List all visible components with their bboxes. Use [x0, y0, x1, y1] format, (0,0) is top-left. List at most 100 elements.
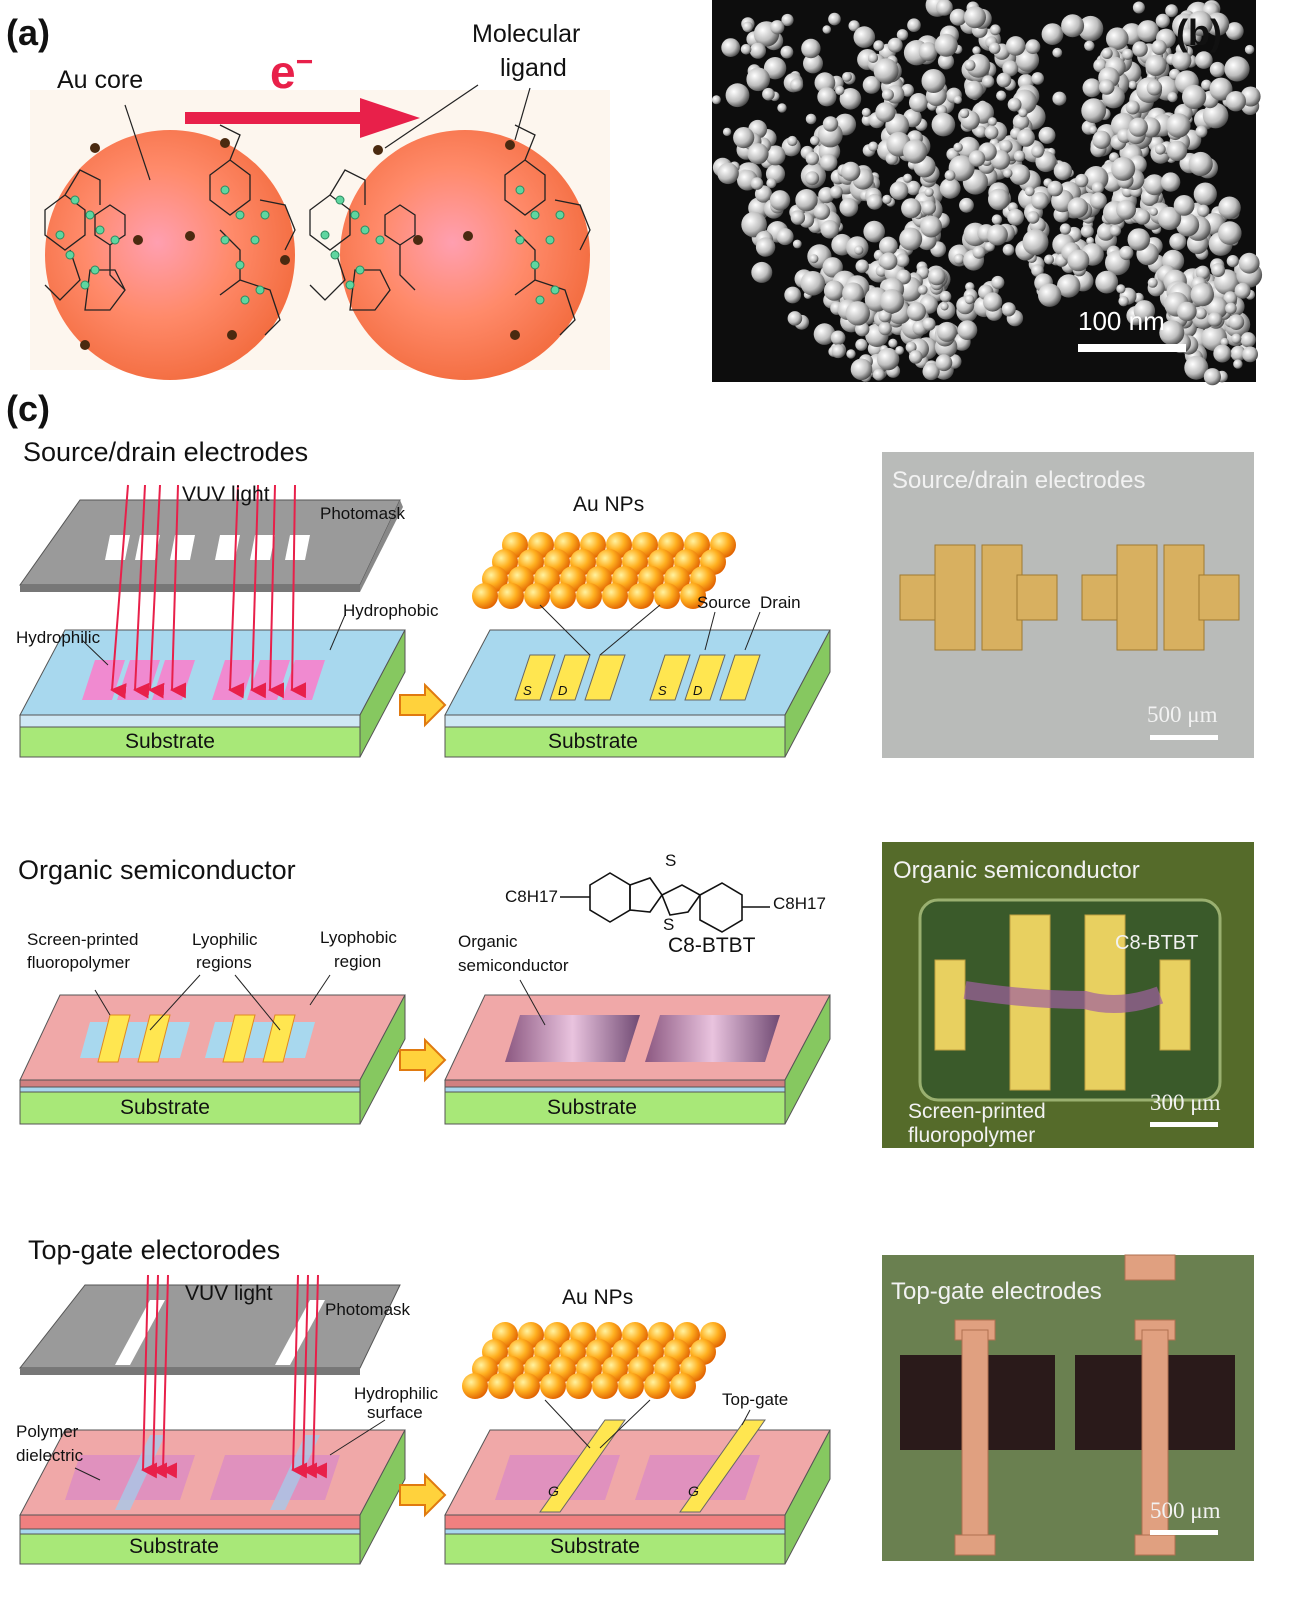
- sem-particle: [828, 12, 841, 26]
- sem-particle: [1213, 344, 1232, 363]
- sem-particle: [1240, 332, 1256, 348]
- sem-particle: [820, 220, 840, 239]
- sem-particle: [907, 302, 926, 322]
- sem-particle: [770, 20, 785, 35]
- sem-particle: [875, 102, 896, 123]
- row1-d-label-2: D: [693, 683, 703, 698]
- sem-particle: [1122, 48, 1134, 60]
- sem-particle: [889, 181, 909, 200]
- sem-particle: [899, 227, 923, 251]
- panel-b-sem-image: [711, 0, 1263, 386]
- sem-particle: [879, 252, 898, 270]
- sem-particle: [817, 87, 837, 107]
- sem-particle: [763, 56, 787, 80]
- sem-particle: [1003, 168, 1013, 178]
- row2-organic-2: semiconductor: [458, 956, 569, 975]
- au-nanoparticle: [498, 583, 524, 609]
- sem-particle: [805, 171, 820, 186]
- sem-particle: [1167, 92, 1178, 103]
- sem-particle: [795, 189, 818, 212]
- row2-photo-title: Organic semiconductor: [893, 857, 1140, 884]
- sem-particle: [1201, 79, 1212, 91]
- sem-particle: [846, 349, 856, 359]
- sem-particle: [921, 200, 936, 216]
- sem-particle: [959, 197, 974, 213]
- sem-particle: [924, 187, 934, 197]
- sem-particle: [1031, 192, 1049, 210]
- sem-particle: [733, 127, 755, 149]
- sem-particle: [777, 103, 787, 113]
- sem-particle: [983, 292, 1003, 312]
- sem-particle: [1203, 368, 1221, 386]
- sem-particle: [964, 59, 976, 71]
- sem-particle: [1224, 56, 1250, 82]
- sem-particle: [1149, 207, 1158, 216]
- sem-particle: [1125, 100, 1140, 115]
- sem-particle: [1022, 229, 1049, 256]
- sem-particle: [1166, 113, 1191, 138]
- row3-photo: [882, 1254, 1254, 1561]
- sem-particle: [803, 53, 823, 74]
- sem-particle: [903, 173, 913, 183]
- sem-particle: [1184, 355, 1209, 380]
- sem-particle: [957, 320, 978, 340]
- row3-photo-title: Top-gate electrodes: [891, 1278, 1102, 1305]
- sem-particle: [749, 42, 767, 59]
- row2-photo-scale: 300 μm: [1150, 1090, 1221, 1115]
- sem-particle: [1157, 206, 1182, 231]
- sem-particle: [918, 285, 928, 295]
- sem-particle: [1242, 346, 1258, 363]
- au-nanoparticle: [680, 583, 706, 609]
- sem-particle: [1225, 91, 1247, 112]
- sem-particle: [740, 44, 752, 55]
- sem-particle: [1086, 236, 1095, 245]
- row3-left-schematic: [18, 1274, 406, 1565]
- sem-particle: [868, 141, 879, 152]
- sem-particle: [790, 78, 804, 92]
- sem-particle: [1007, 97, 1022, 112]
- sem-particle: [809, 254, 819, 264]
- row3-g-label-2: G: [688, 1483, 699, 1499]
- sem-particle: [907, 18, 921, 32]
- sem-particle: [766, 178, 777, 189]
- sem-particle: [1202, 102, 1229, 129]
- sem-particle: [867, 52, 879, 64]
- sem-particle: [931, 112, 956, 137]
- row3-polymer-2: dielectric: [16, 1446, 84, 1465]
- sem-particle: [1084, 40, 1095, 51]
- sulfur-atoms: [80, 138, 520, 350]
- sem-particle: [1111, 156, 1136, 181]
- sem-particle: [887, 37, 903, 53]
- row1-substrate-left: Substrate: [125, 730, 215, 753]
- sem-particle: [1195, 125, 1208, 138]
- au-nanoparticle: [592, 1373, 618, 1399]
- sem-particle: [792, 239, 802, 249]
- row1-left-schematic: [19, 484, 406, 758]
- row3-top-gate-label: Top-gate: [722, 1390, 789, 1409]
- sem-particle: [968, 150, 986, 167]
- row1-title: Source/drain electrodes: [23, 437, 309, 467]
- sem-particle: [780, 45, 794, 59]
- sem-particle: [829, 185, 843, 199]
- sem-particle: [721, 38, 741, 57]
- sem-particle: [781, 13, 794, 27]
- row3-substrate-right: Substrate: [550, 1535, 640, 1558]
- au-nanoparticle: [524, 583, 550, 609]
- sem-particle: [1207, 312, 1223, 327]
- sem-particle: [964, 6, 986, 29]
- sem-particle: [903, 139, 928, 164]
- sem-particle: [813, 203, 831, 220]
- sem-particle: [1226, 255, 1239, 268]
- sem-particle: [741, 211, 767, 238]
- sem-particle: [1143, 174, 1165, 196]
- sem-particle: [966, 53, 991, 78]
- sem-particle: [722, 127, 732, 137]
- row2-arrow: [399, 1037, 447, 1083]
- sem-particle: [1059, 223, 1071, 235]
- sem-particle: [922, 317, 936, 331]
- sem-particle: [1038, 126, 1056, 144]
- sem-particle: [1052, 47, 1063, 58]
- sem-particle: [1154, 143, 1166, 155]
- sem-particle: [1013, 150, 1026, 162]
- sem-particle: [746, 67, 770, 92]
